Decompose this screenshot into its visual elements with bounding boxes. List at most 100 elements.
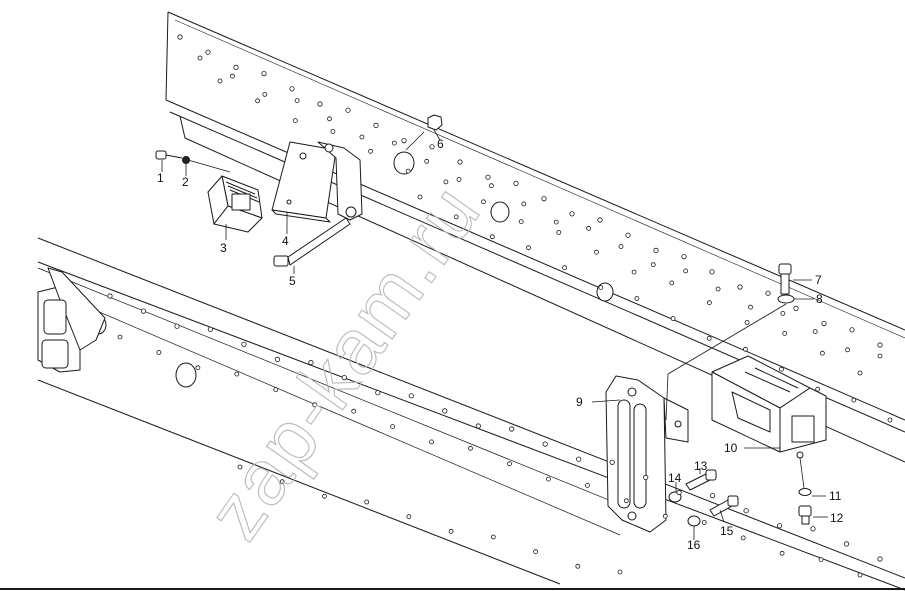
rivet-hole xyxy=(373,122,379,129)
rivet-hole xyxy=(810,526,816,532)
rivet-hole xyxy=(617,569,623,575)
rivet-hole xyxy=(526,245,531,251)
rivet-hole xyxy=(815,386,821,392)
lower-frame-rail xyxy=(37,237,905,591)
part-6-nut xyxy=(427,114,443,131)
rivet-hole xyxy=(662,513,668,519)
rivet-hole xyxy=(653,247,659,253)
rivet-hole xyxy=(546,476,551,482)
rivet-hole xyxy=(390,424,396,430)
rivet-hole xyxy=(408,393,414,399)
part-1-bolt xyxy=(155,150,183,160)
rivet-hole xyxy=(345,107,351,113)
rivet-hole xyxy=(533,549,538,555)
rivet-hole xyxy=(857,370,863,376)
rivet-hole xyxy=(424,158,430,164)
rivet-hole xyxy=(457,159,463,165)
rivet-hole xyxy=(140,308,147,314)
rivet-hole xyxy=(518,219,524,225)
rivet-hole xyxy=(623,498,629,504)
rivet-hole xyxy=(701,520,707,525)
rivet-hole xyxy=(585,482,590,488)
rivet-hole xyxy=(670,316,676,321)
rivet-hole xyxy=(669,280,675,286)
callout-12: 12 xyxy=(830,511,844,525)
rivet-hole xyxy=(541,196,547,202)
rivet-hole xyxy=(793,305,799,311)
rivet-hole xyxy=(843,541,850,547)
rivet-hole xyxy=(542,441,548,447)
part-12-bolt xyxy=(798,505,812,525)
rivet-hole xyxy=(364,499,370,505)
rivet-hole xyxy=(507,461,512,467)
rivet-hole xyxy=(706,335,712,341)
rivet-hole xyxy=(229,73,235,79)
rivet-hole xyxy=(429,144,435,150)
left-rail-bracket xyxy=(37,267,106,373)
rivet-hole xyxy=(748,304,753,310)
rivet-hole xyxy=(782,330,788,336)
rivet-hole xyxy=(448,528,454,534)
rivet-hole xyxy=(851,397,857,403)
rivet-hole xyxy=(562,265,567,271)
rivet-hole xyxy=(233,64,239,71)
rivet-hole xyxy=(618,244,624,249)
rivet-hole xyxy=(443,179,449,185)
rivet-hole xyxy=(556,229,562,235)
rivet-hole xyxy=(737,284,743,290)
rivet-hole xyxy=(598,285,604,291)
rivet-hole xyxy=(375,390,381,396)
rivet-hole xyxy=(743,346,748,352)
rivet-hole xyxy=(743,508,749,514)
rivet-hole xyxy=(887,417,893,423)
rivet-hole xyxy=(812,329,818,335)
rivet-hole xyxy=(262,92,268,97)
rivet-hole xyxy=(456,177,462,182)
callout-10: 10 xyxy=(724,441,738,455)
rivet-hole xyxy=(625,232,631,238)
rivet-hole xyxy=(481,199,486,205)
rivet-hole xyxy=(709,492,716,499)
rivet-hole xyxy=(261,71,267,77)
callout-13: 13 xyxy=(694,459,708,473)
callout-3: 3 xyxy=(220,241,227,255)
rivet-hole xyxy=(709,269,715,275)
rivet-hole xyxy=(569,211,575,217)
callout-11: 11 xyxy=(829,489,842,503)
rivet-hole xyxy=(279,479,285,485)
rivet-hole xyxy=(485,174,491,180)
rivet-hole xyxy=(650,262,656,268)
rivet-hole xyxy=(821,320,827,327)
rivet-hole xyxy=(195,365,201,371)
callout-5: 5 xyxy=(289,274,296,288)
part-3-rubber-cushion xyxy=(207,175,263,233)
rivet-hole xyxy=(586,225,591,231)
callout-16: 16 xyxy=(687,538,701,552)
rivet-hole xyxy=(237,464,243,470)
part-5-bolt xyxy=(273,217,351,267)
rivet-hole xyxy=(405,168,411,174)
rivet-hole xyxy=(255,98,261,104)
rivet-hole xyxy=(576,456,582,462)
rivet-hole xyxy=(489,234,495,240)
callout-labels: 1 2 3 4 5 6 7 8 9 10 11 12 13 14 15 16 xyxy=(157,137,844,552)
part-8-washer xyxy=(777,294,795,304)
rivet-hole xyxy=(234,371,240,377)
rivet-hole xyxy=(609,459,615,465)
rivet-hole xyxy=(274,356,280,362)
part-10-mount xyxy=(711,355,827,459)
rivet-hole xyxy=(289,86,295,92)
rivet-hole xyxy=(779,550,785,556)
callout-1: 1 xyxy=(157,171,164,185)
rivet-hole xyxy=(681,254,687,260)
part-13-bolt xyxy=(685,469,717,491)
callout-2: 2 xyxy=(182,175,189,189)
rivet-hole xyxy=(857,572,863,578)
rivet-hole xyxy=(429,439,435,445)
part-11-washer xyxy=(798,488,812,496)
rivet-hole xyxy=(521,201,527,207)
rivet-hole xyxy=(634,296,640,301)
rivet-hole xyxy=(490,534,496,540)
callout-6: 6 xyxy=(437,137,444,151)
